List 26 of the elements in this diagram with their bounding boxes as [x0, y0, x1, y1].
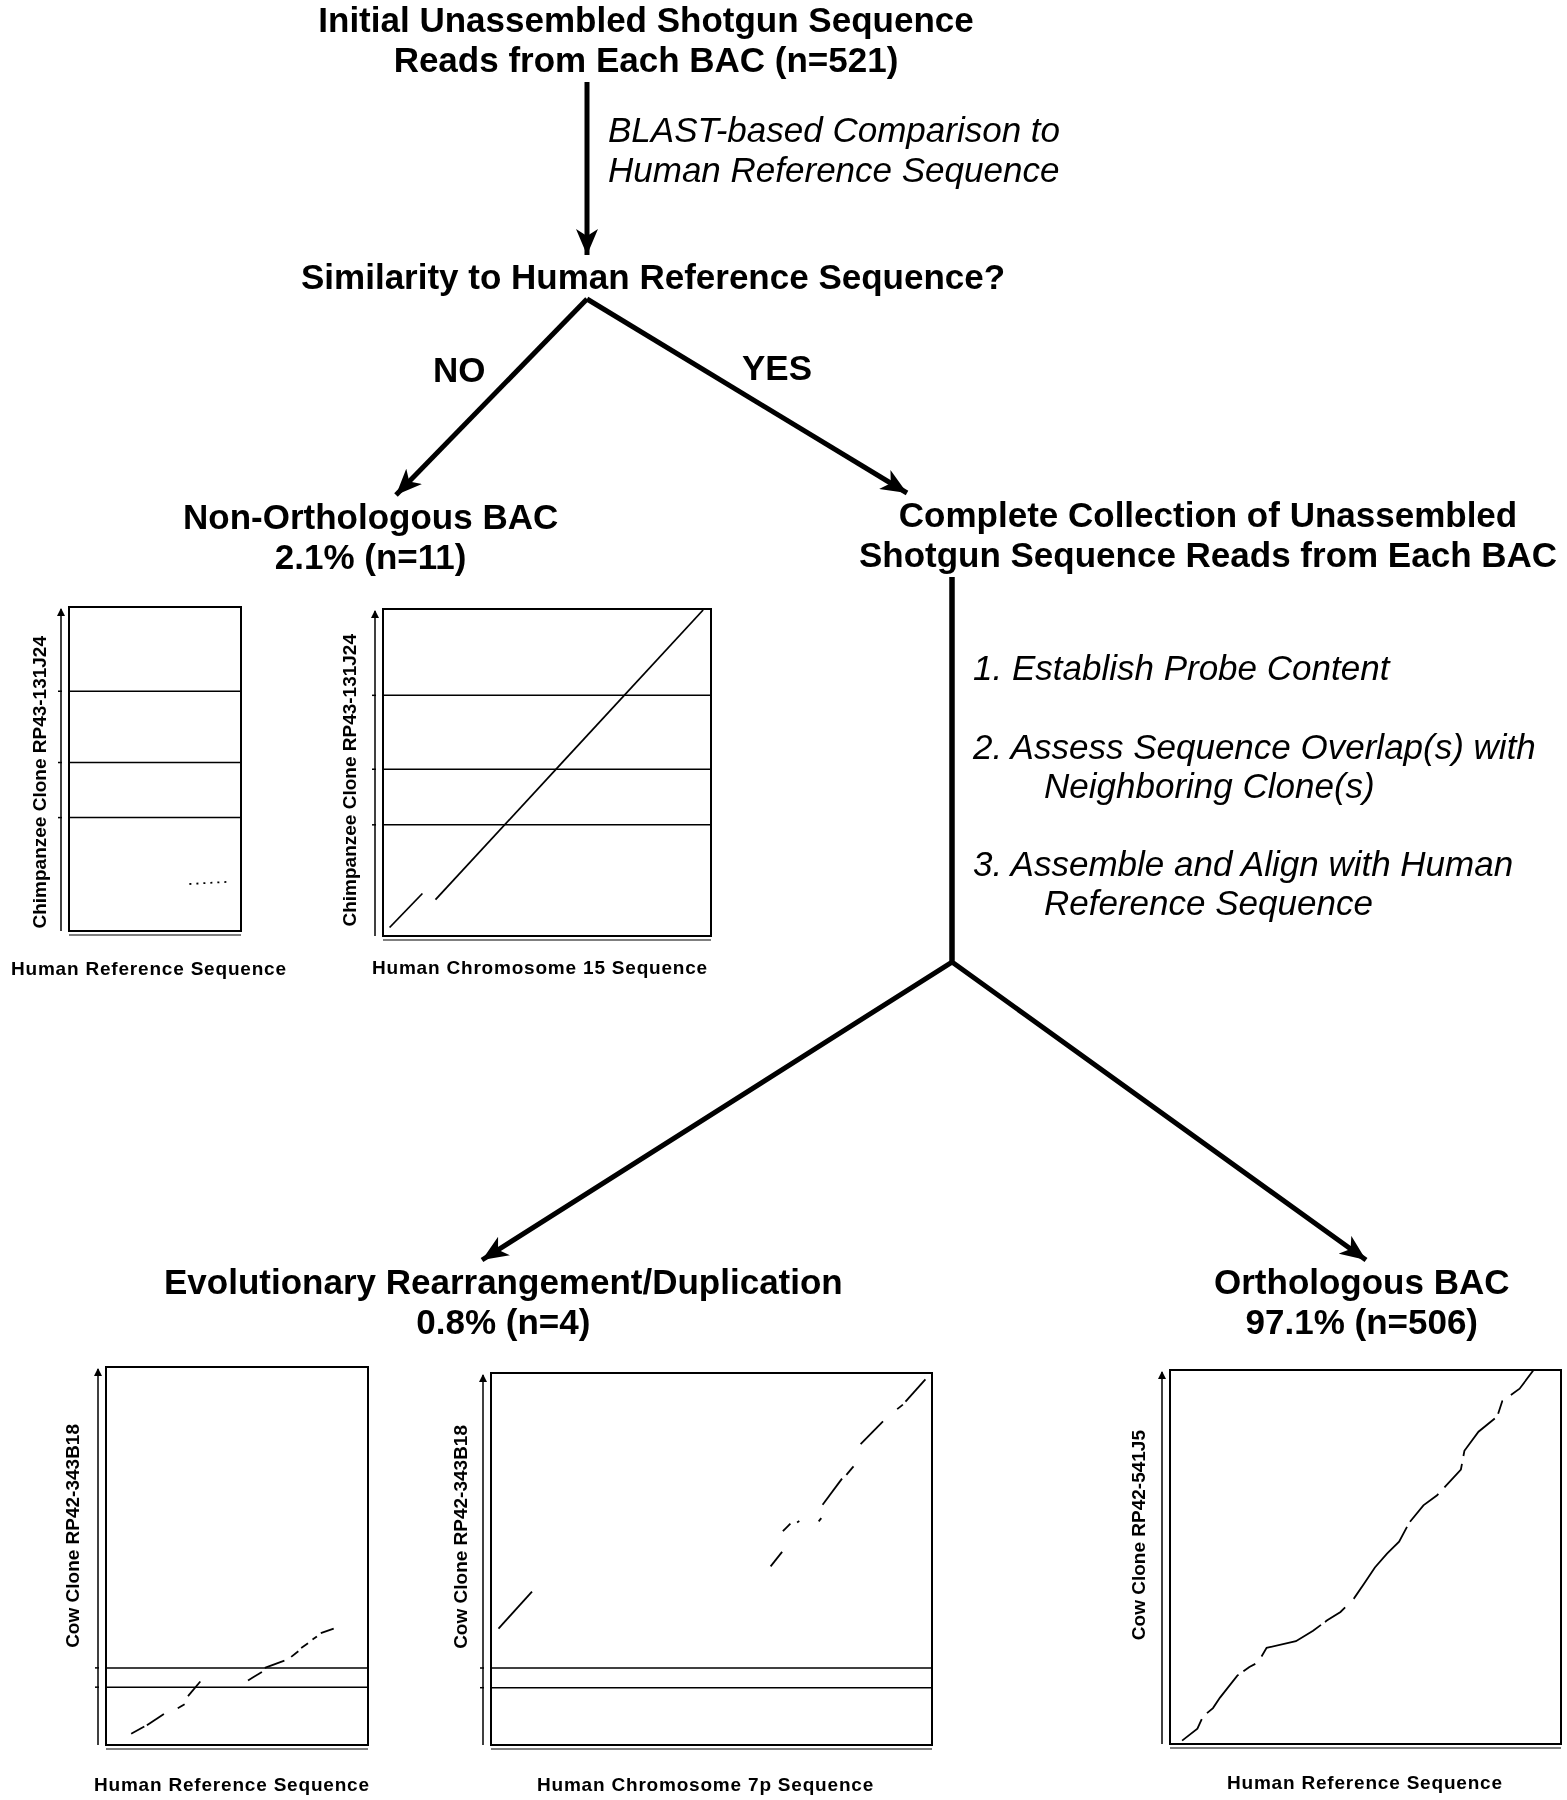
count-text: 2.1% (n=11)	[274, 537, 467, 577]
axis-title: Human Reference Sequence	[94, 1774, 370, 1796]
axis-title: Human Chromosome 7p Sequence	[537, 1774, 875, 1796]
axis-title: Cow Clone RP42-541J5	[1128, 1430, 1150, 1641]
outcome-heading: Orthologous BAC	[1214, 1262, 1510, 1302]
axis-title: Chimpanzee Clone RP43-131J24	[339, 634, 361, 927]
axis-title: Human Reference Sequence	[11, 958, 287, 980]
axis-title: Cow Clone RP42-343B18	[62, 1424, 84, 1648]
axis-title: Human Reference Sequence	[1227, 1772, 1503, 1794]
flow-heading: Complete Collection of Unassembled Shotgun Sequence Reads from Each BAC	[852, 495, 1564, 575]
arrow	[394, 297, 589, 497]
step-text: 1. Establish Probe Content	[973, 648, 1390, 687]
outcome-heading: Evolutionary Rearrangement/Duplication	[164, 1262, 843, 1302]
flow-heading: Initial Unassembled Shotgun Sequence Reads from Each BAC (n=521)	[301, 0, 991, 80]
axis-title: Cow Clone RP42-343B18	[450, 1425, 472, 1649]
count-text: 0.8% (n=4)	[416, 1302, 591, 1342]
axis-title: Chimpanzee Clone RP43-131J24	[29, 636, 51, 929]
arrow	[576, 82, 598, 255]
question-heading: Similarity to Human Reference Sequence?	[301, 257, 1006, 297]
step-text: 2. Assess Sequence Overlap(s) with Neighboring Clone(s)	[973, 727, 1537, 805]
count-text: 97.1% (n=506)	[1245, 1302, 1478, 1342]
outcome-heading: Non-Orthologous BAC	[183, 497, 559, 537]
step-text: 3. Assemble and Align with Human Reference Sequence	[973, 844, 1515, 922]
arrow	[585, 296, 909, 496]
arrow	[949, 577, 1368, 1263]
axis-title: Human Chromosome 15 Sequence	[372, 957, 708, 979]
